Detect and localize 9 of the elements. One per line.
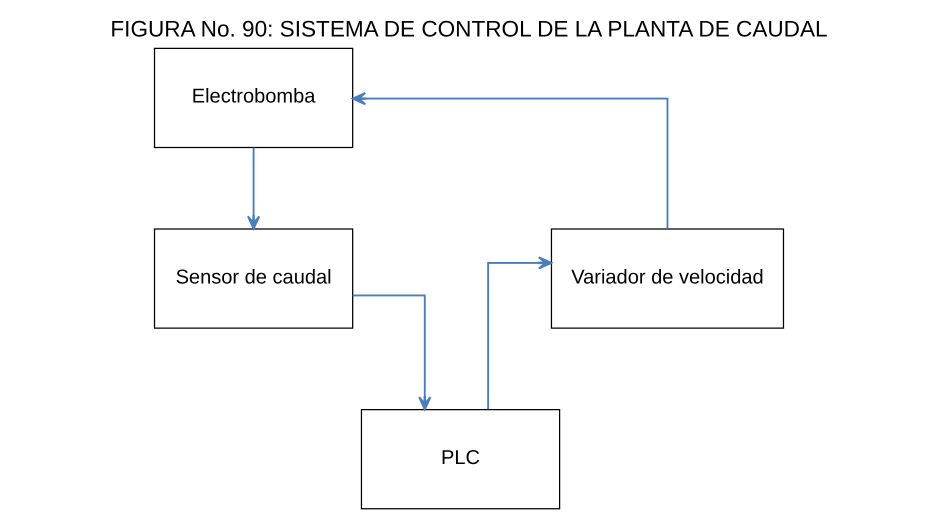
node-box: Variador de velocidad (550, 228, 784, 329)
arrow (352, 92, 668, 229)
node-box: Sensor de caudal (154, 228, 354, 329)
arrow (352, 294, 432, 411)
diagram-title: FIGURA No. 90: SISTEMA DE CONTROL DE LA PLANTA DE CAUDAL (110, 16, 828, 42)
node-box: Electrobomba (154, 48, 354, 148)
arrow (247, 148, 260, 230)
node-box: PLC (360, 409, 560, 510)
arrow (487, 256, 552, 410)
